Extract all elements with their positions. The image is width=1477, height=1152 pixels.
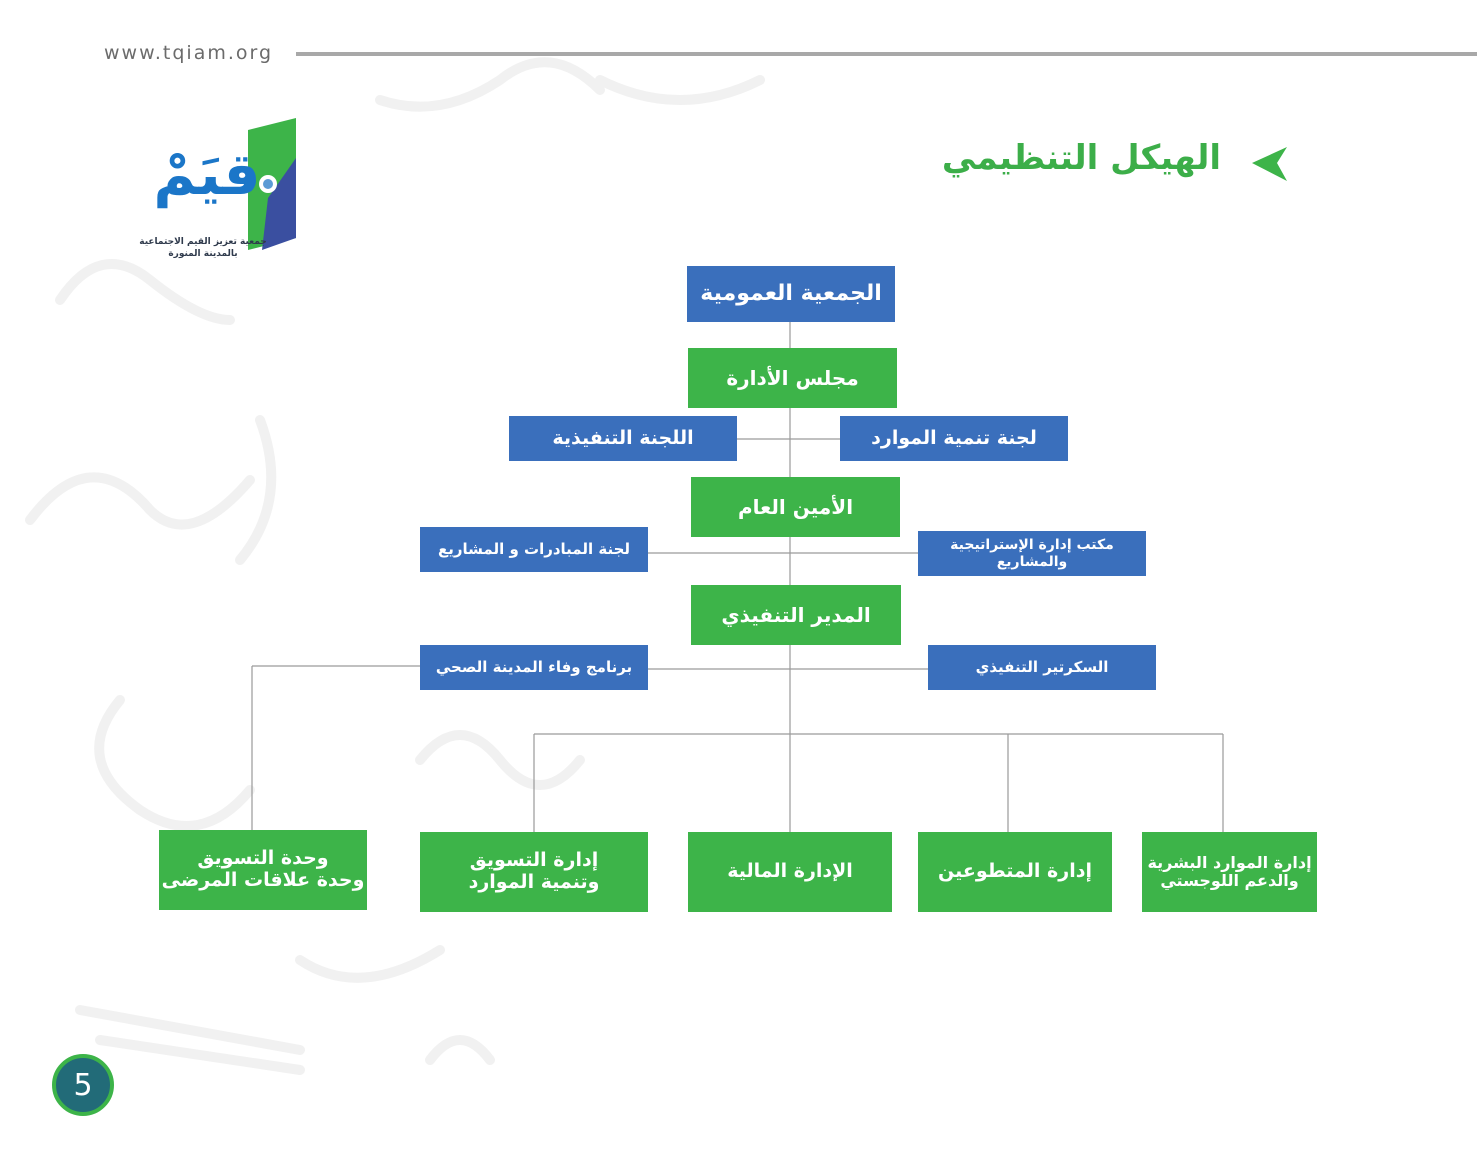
box-executive-director: المدير التنفيذي [691, 585, 901, 645]
box-initiatives-projects-committee: لجنة المبادرات و المشاريع [420, 527, 648, 572]
box-volunteers-department: إدارة المتطوعين [918, 832, 1112, 912]
box-marketing-resource-department: إدارة التسويق وتنمية الموارد [420, 832, 648, 912]
box-marketing-unit-line2: وحدة علاقات المرضى [161, 869, 365, 891]
box-hr-dept-line1: إدارة الموارد البشرية [1147, 852, 1312, 872]
logo-caption-line1: جمعية تعزيز القيم الاجتماعية [139, 237, 267, 247]
box-resource-development-committee: لجنة تنمية الموارد [840, 416, 1068, 461]
box-finance-department: الإدارة المالية [688, 832, 892, 912]
header-divider [296, 52, 1477, 56]
box-strategy-projects-office: مكتب إدارة الإستراتيجية والمشاريع [918, 531, 1146, 576]
box-marketing-dept-line1: إدارة التسويق [469, 849, 599, 872]
page-number-badge: 5 [52, 1054, 114, 1116]
logo-wordmark: قيَمْ [153, 140, 261, 208]
box-marketing-dept-line2: وتنمية الموارد [468, 871, 600, 893]
page-title: الهيكل التنظيمي [941, 138, 1221, 178]
logo-emblem [248, 118, 296, 250]
site-url[interactable]: www.tqiam.org [104, 42, 274, 64]
logo-caption-line2: بالمدينة المنورة [168, 249, 238, 259]
box-wafaa-health-program: برنامج وفاء المدينة الصحي [420, 645, 648, 690]
logo-caption: جمعية تعزيز القيم الاجتماعية بالمدينة ال… [138, 236, 268, 260]
box-marketing-patient-relations-unit: وحدة التسويق وحدة علاقات المرضى [159, 830, 367, 910]
box-marketing-unit-line1: وحدة التسويق [197, 847, 329, 870]
box-hr-dept-line2: والدعم اللوجستي [1160, 871, 1299, 890]
box-board-of-directors: مجلس الأدارة [688, 348, 897, 408]
box-general-assembly: الجمعية العمومية [687, 266, 895, 322]
box-executive-secretary: السكرتير التنفيذي [928, 645, 1156, 690]
box-secretary-general: الأمين العام [691, 477, 900, 537]
box-executive-committee: اللجنة التنفيذية [509, 416, 737, 461]
title-arrow-icon [1252, 147, 1287, 181]
organization-logo: قيَمْ جمعية تعزيز القيم الاجتماعية بالمد… [132, 118, 302, 268]
box-hr-logistics-department: إدارة الموارد البشرية والدعم اللوجستي [1142, 832, 1317, 912]
